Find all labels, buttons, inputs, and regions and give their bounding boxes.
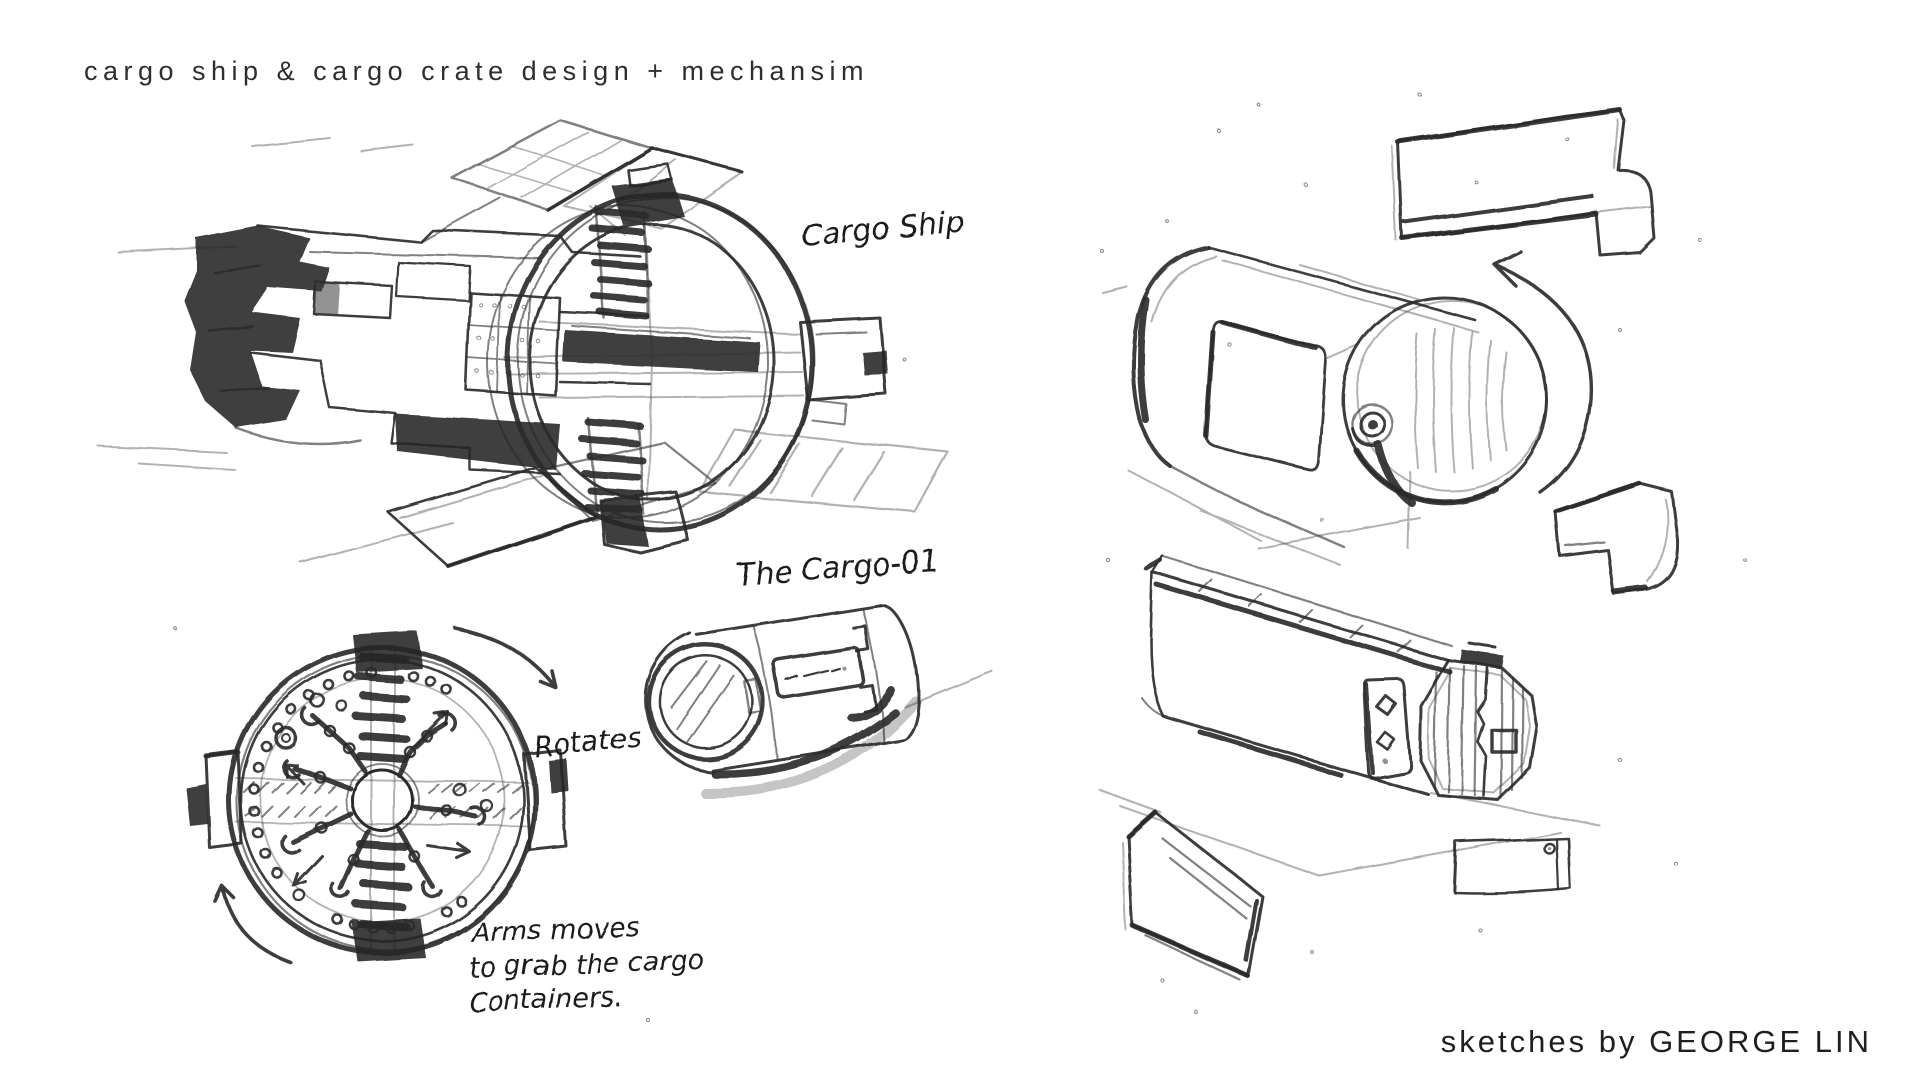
cargo-crate-box-sketch	[1099, 471, 1601, 877]
corner-bracket-mid-sketch	[1553, 481, 1680, 596]
corner-bracket-top-sketch	[1391, 107, 1656, 257]
pencil-speckles	[173, 93, 1747, 1022]
credit-line: sketches by GEORGE LIN	[1440, 1024, 1872, 1059]
corner-bracket-bottom-sketch	[1121, 809, 1264, 982]
cargo-ship-label: Cargo Ship	[800, 205, 966, 254]
cargo-ship-sketch	[97, 118, 950, 568]
arms-note-line-1: Arms moves	[469, 912, 640, 949]
small-panel-sketch	[1452, 836, 1572, 894]
arms-note-line-2: to grab the cargo	[468, 945, 704, 984]
page-title: cargo ship & cargo crate design + mechan…	[84, 56, 870, 86]
arms-note: Arms moves to grab the cargo Containers.	[468, 912, 705, 1018]
arms-note-line-3: Containers.	[468, 982, 624, 1018]
cargo-01-label: The Cargo-01	[735, 544, 940, 593]
rotating-ring-mechanism-sketch	[186, 626, 568, 964]
cargo-crate-cylinder-sketch	[1101, 245, 1593, 566]
cargo-01-capsule-sketch	[644, 603, 993, 798]
rotates-label: Rotates	[532, 720, 642, 764]
